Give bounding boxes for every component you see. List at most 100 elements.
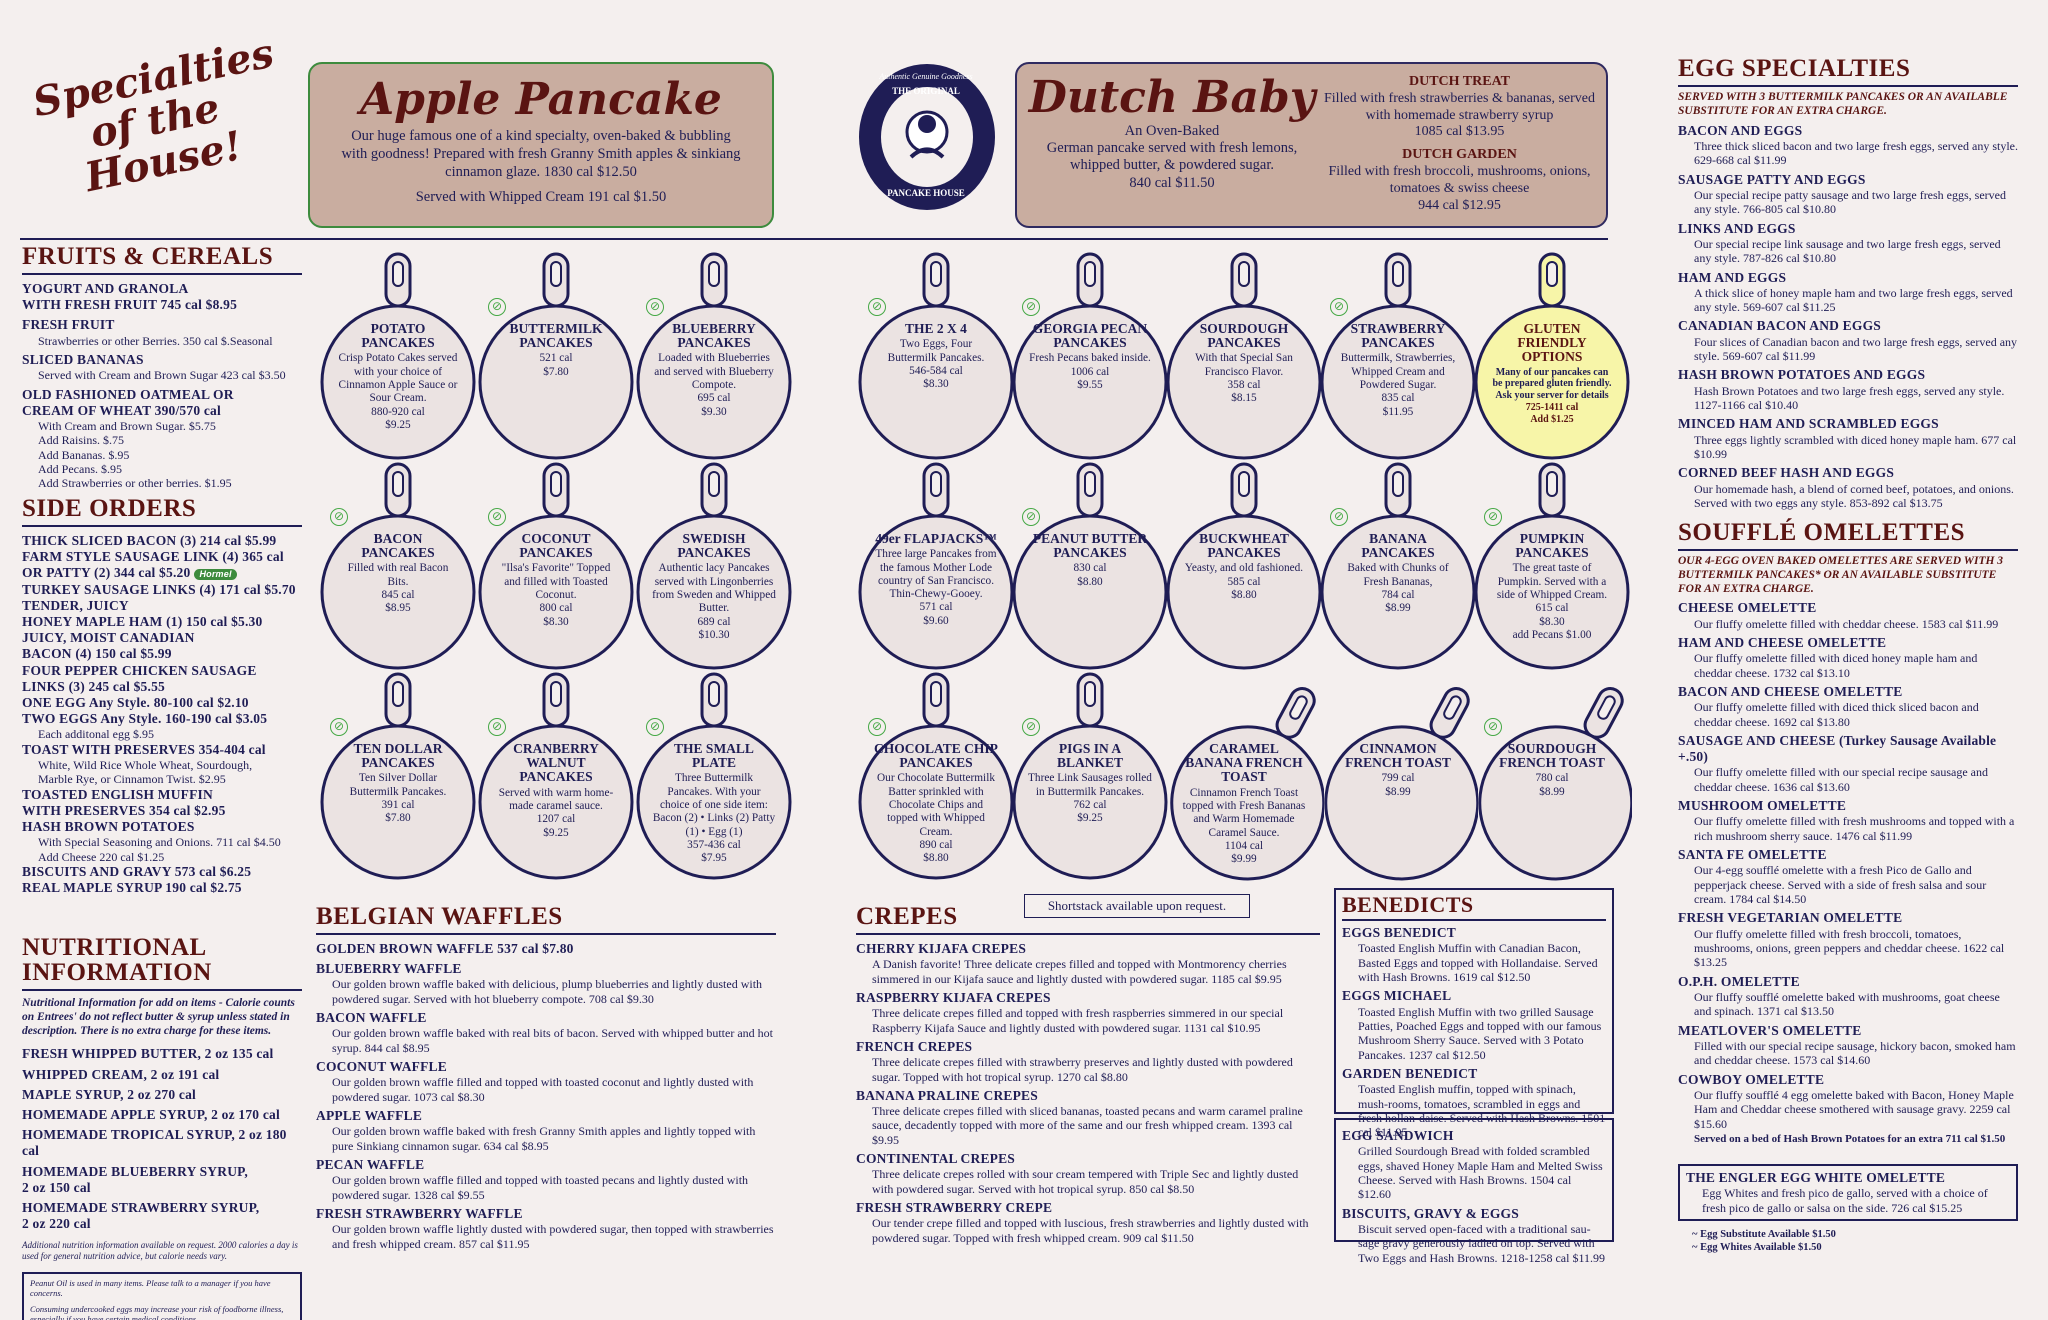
pancake-name: PUMPKIN PANCAKES bbox=[1515, 531, 1589, 561]
side-order-item: ONE EGG Any Style. 80-100 cal $2.10 bbox=[22, 694, 249, 710]
pancake-price: 1104 cal $9.99 bbox=[1224, 839, 1264, 866]
pancake-name: SOURDOUGH PANCAKES bbox=[1199, 321, 1289, 351]
pancake-price: 695 cal $9.30 bbox=[697, 392, 731, 418]
dutch-baby-title: Dutch Baby bbox=[1028, 72, 1316, 123]
nutrition-title-2: INFORMATION bbox=[22, 960, 302, 991]
egg-specialties-note: SERVED WITH 3 BUTTERMILK PANCAKES OR AN … bbox=[1678, 91, 2008, 117]
pancake-name: PEANUT BUTTER PANCAKES bbox=[1032, 531, 1148, 561]
gluten-friendly-icon: ⊘ bbox=[488, 298, 506, 316]
pancake-item: COCONUT PANCAKES"Ilsa's Favorite" Topped… bbox=[476, 460, 636, 680]
waffles-section: BELGIAN WAFFLES GOLDEN BROWN WAFFLE 537 … bbox=[316, 904, 776, 1251]
skillet-icon bbox=[478, 252, 634, 460]
pancake-desc: With that Special San Francisco Flavor. bbox=[1195, 352, 1293, 378]
gluten-friendly-icon: ⊘ bbox=[330, 718, 348, 736]
side-order-item: White, Wild Rice Whole Wheat, Sourdough, bbox=[38, 757, 253, 772]
egg-item-desc: Three eggs lightly scrambled with diced … bbox=[1694, 432, 2017, 461]
skillet-icon bbox=[858, 462, 1014, 670]
crepe-item-desc: Three delicate crepes filled with strawb… bbox=[872, 1055, 1293, 1084]
souffle-title: SOUFFLÉ OMELETTES bbox=[1678, 520, 2018, 551]
bene-item-desc: Toasted English Muffin with Canadian Bac… bbox=[1358, 941, 1598, 984]
pancake-price: 780 cal $8.99 bbox=[1535, 772, 1569, 798]
bene-item-title: EGGS BENEDICT bbox=[1342, 925, 1457, 940]
pancake-desc: Fresh Pecans baked inside. bbox=[1029, 352, 1151, 365]
skillet-icon bbox=[1320, 252, 1476, 460]
sand-item-desc: Biscuit served open-faced with a traditi… bbox=[1358, 1221, 1606, 1265]
nutrition-item: HOMEMADE TROPICAL SYRUP, 2 oz 180 cal bbox=[22, 1127, 287, 1159]
fruit-item-desc: Add Strawberries or other berries. $1.95 bbox=[38, 476, 232, 491]
souffle-item-title: SAUSAGE AND CHEESE (Turkey Sausage Avail… bbox=[1678, 732, 1997, 765]
gluten-friendly-icon: ⊘ bbox=[1022, 508, 1040, 526]
sand-item-title: BISCUITS, GRAVY & EGGS bbox=[1342, 1205, 1519, 1221]
fruit-item-title: SLICED BANANAS bbox=[22, 351, 144, 367]
souffle-item-title: O.P.H. OMELETTE bbox=[1678, 973, 1800, 989]
egg-specialties-title: EGG SPECIALTIES bbox=[1678, 56, 2018, 87]
pancake-name: GLUTEN FRIENDLY OPTIONS bbox=[1517, 321, 1587, 365]
skillet-icon bbox=[1012, 462, 1168, 670]
waffle-item-desc: Our golden brown waffle baked with fresh… bbox=[332, 1124, 756, 1153]
pancake-name: CHOCOLATE CHIP PANCAKES bbox=[874, 741, 998, 771]
fruit-item-title: FRESH FRUIT bbox=[22, 317, 115, 333]
waffle-item-title: GOLDEN BROWN WAFFLE 537 cal $7.80 bbox=[316, 941, 574, 956]
pancake-price: 799 cal $8.99 bbox=[1381, 772, 1415, 798]
egg-item-title: SAUSAGE PATTY AND EGGS bbox=[1678, 171, 1866, 187]
egg-item-title: LINKS AND EGGS bbox=[1678, 220, 1796, 236]
pancake-house-logo: Authentic Genuine Goodness THE ORIGINAL … bbox=[856, 62, 998, 212]
pancake-desc: Our Chocolate Buttermilk Batter sprinkle… bbox=[877, 772, 995, 838]
engler-title: THE ENGLER EGG WHITE OMELETTE bbox=[1686, 1170, 1946, 1186]
fruit-item-desc: Add Pecans. $.95 bbox=[38, 462, 122, 477]
fruit-item: Add Bananas. $.95 bbox=[22, 448, 302, 462]
waffle-item-desc: Our golden brown waffle filled and toppe… bbox=[332, 1075, 754, 1104]
fruit-item-desc: Add Bananas. $.95 bbox=[38, 447, 130, 462]
engler-box: THE ENGLER EGG WHITE OMELETTE Egg Whites… bbox=[1678, 1164, 2018, 1222]
fruit-item-desc: Strawberries or other Berries. 350 cal $… bbox=[38, 333, 273, 348]
nutrition-item: 2 oz 220 cal bbox=[22, 1216, 91, 1232]
bene-item-desc: Toasted English Muffin with two grilled … bbox=[1358, 1004, 1602, 1062]
pancake-name: TEN DOLLAR PANCAKES bbox=[353, 741, 443, 771]
pancake-price: 845 cal $8.95 bbox=[381, 589, 415, 615]
pancake-price: 585 cal $8.80 bbox=[1227, 575, 1261, 601]
apple-pancake-desc: Our huge famous one of a kind specialty,… bbox=[341, 128, 741, 181]
pancake-price: 830 cal $8.80 bbox=[1073, 562, 1107, 588]
sand-item-desc: Grilled Sourdough Bread with folded scra… bbox=[1358, 1144, 1603, 1202]
pancake-name: BANANA PANCAKES bbox=[1361, 531, 1435, 561]
side-order-item: REAL MAPLE SYRUP 190 cal $2.75 bbox=[22, 880, 242, 896]
skillet-icon bbox=[1012, 672, 1168, 880]
souffle-item-desc: Our fluffy omelette filled with our spec… bbox=[1694, 765, 1989, 794]
waffles-title: BELGIAN WAFFLES bbox=[316, 904, 776, 935]
skillet-icon bbox=[636, 462, 792, 670]
logo-top-text: Authentic Genuine Goodness bbox=[879, 72, 973, 81]
side-order-item: TWO EGGS Any Style. 160-190 cal $3.05 bbox=[22, 711, 268, 727]
egg-item-title: MINCED HAM AND SCRAMBLED EGGS bbox=[1678, 416, 1939, 432]
apple-pancake-panel: Apple Pancake Our huge famous one of a k… bbox=[308, 62, 774, 228]
pancake-price: 890 cal $8.80 bbox=[919, 838, 953, 865]
nutrition-item: MAPLE SYRUP, 2 oz 270 cal bbox=[22, 1086, 196, 1102]
skillet-icon bbox=[1012, 252, 1168, 460]
pancake-name: CINNAMON FRENCH TOAST bbox=[1345, 741, 1451, 771]
pancake-name: COCONUT PANCAKES bbox=[519, 531, 593, 561]
skillet-icon bbox=[478, 462, 634, 670]
crepe-item-title: RASPBERRY KIJAFA CREPES bbox=[856, 989, 1051, 1005]
pancake-desc: Filled with real Bacon Bits. bbox=[347, 562, 449, 588]
pancake-desc: Buttermilk, Strawberries, Whipped Cream … bbox=[1340, 352, 1456, 391]
side-order-item: WITH PRESERVES 354 cal $2.95 bbox=[22, 802, 226, 818]
